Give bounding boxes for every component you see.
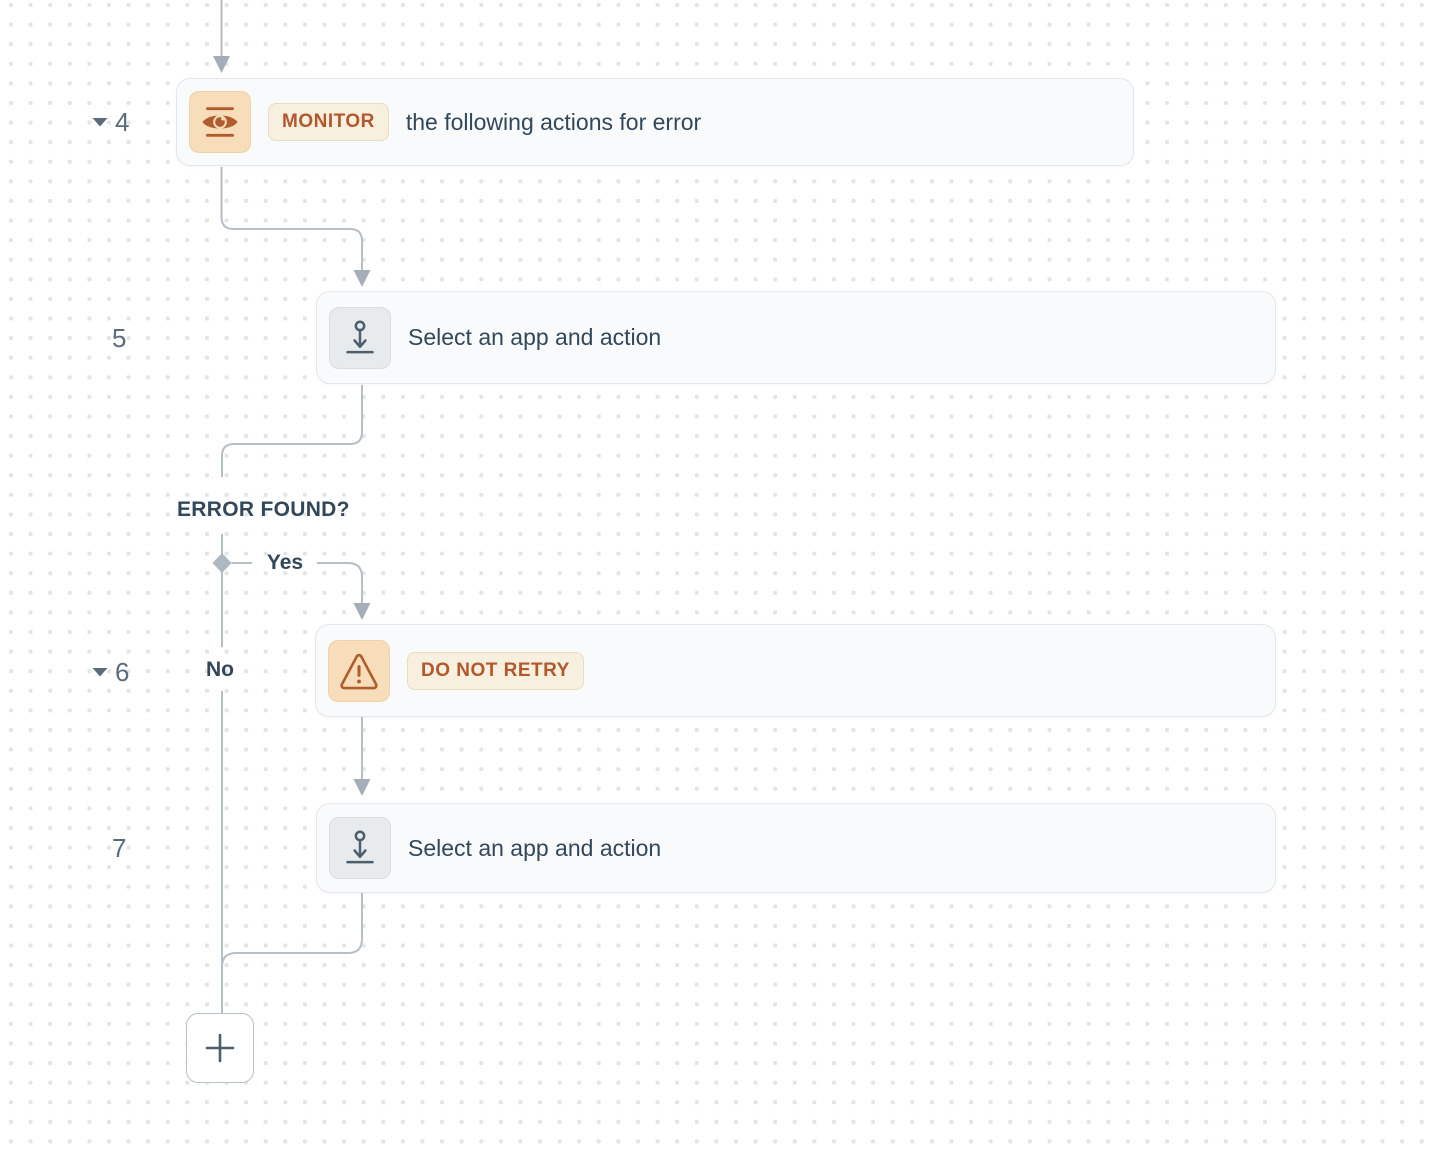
step-node-select-action-7[interactable]: Select an app and action xyxy=(316,803,1276,893)
action-select-icon xyxy=(329,817,391,879)
step-gutter-5: 5 xyxy=(112,323,126,353)
step-node-select-action-5[interactable]: Select an app and action xyxy=(316,291,1276,384)
collapse-chevron-icon[interactable] xyxy=(92,667,108,677)
monitor-badge: MONITOR xyxy=(268,103,389,141)
step-gutter-7: 7 xyxy=(112,833,126,863)
do-not-retry-badge: DO NOT RETRY xyxy=(407,651,584,690)
collapse-chevron-icon[interactable] xyxy=(92,117,108,127)
add-step-button[interactable] xyxy=(186,1013,254,1083)
step-number: 7 xyxy=(112,833,127,863)
step-node-do-not-retry[interactable]: DO NOT RETRY xyxy=(315,624,1276,717)
step-gutter-6: 6 xyxy=(92,657,129,687)
action-select-icon xyxy=(329,306,391,369)
step-number: 4 xyxy=(115,107,130,137)
step-title: Select an app and action xyxy=(408,834,662,861)
step-title: the following actions for error xyxy=(405,108,702,135)
branch-question-label: ERROR FOUND? xyxy=(177,498,350,521)
warning-triangle-icon xyxy=(328,639,390,702)
plus-icon xyxy=(203,1031,237,1065)
branch-no-label: No xyxy=(206,658,234,681)
step-title: Select an app and action xyxy=(408,324,662,350)
step-node-monitor[interactable]: MONITOR the following actions for error xyxy=(176,78,1134,166)
step-number: 5 xyxy=(112,323,127,353)
branch-yes-label: Yes xyxy=(266,551,304,574)
step-gutter-4: 4 xyxy=(92,107,129,137)
eye-monitor-icon xyxy=(189,91,251,153)
step-number: 6 xyxy=(115,657,130,687)
